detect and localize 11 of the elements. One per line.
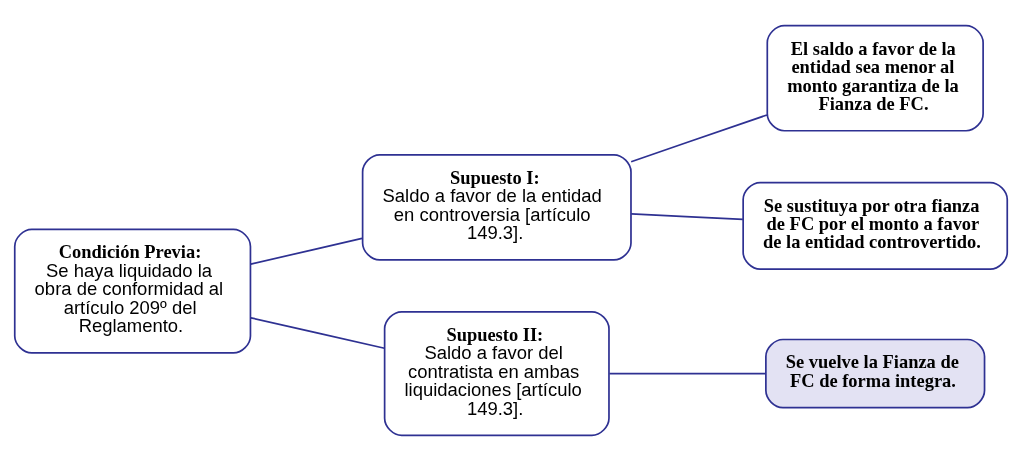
node-box: Condición Previa: Se haya liquidado la obra de conformidad al artículo 209º del Reglamento.: [13, 228, 251, 354]
connector: [629, 113, 768, 163]
node-box: Se sustituya por otra fianza de FC por el monto a favor de la entidad controvertido.: [741, 181, 1008, 270]
node-box: El saldo a favor de la entidad sea menor al monto garantiza de la Fianza de FC.: [765, 24, 984, 132]
connector: [249, 237, 363, 265]
node-box: Supuesto II: Saldo a favor del contratista en ambas liquidaciones [artículo 149.3].: [383, 310, 610, 436]
node-box: Supuesto I: Saldo a favor de la entidad en controversia [artículo 149.3].: [361, 153, 632, 261]
connector: [629, 212, 744, 220]
connector: [608, 372, 766, 374]
connector: [249, 316, 385, 349]
node-box: Se vuelve la Fianza de FC de forma integra.: [764, 338, 985, 408]
